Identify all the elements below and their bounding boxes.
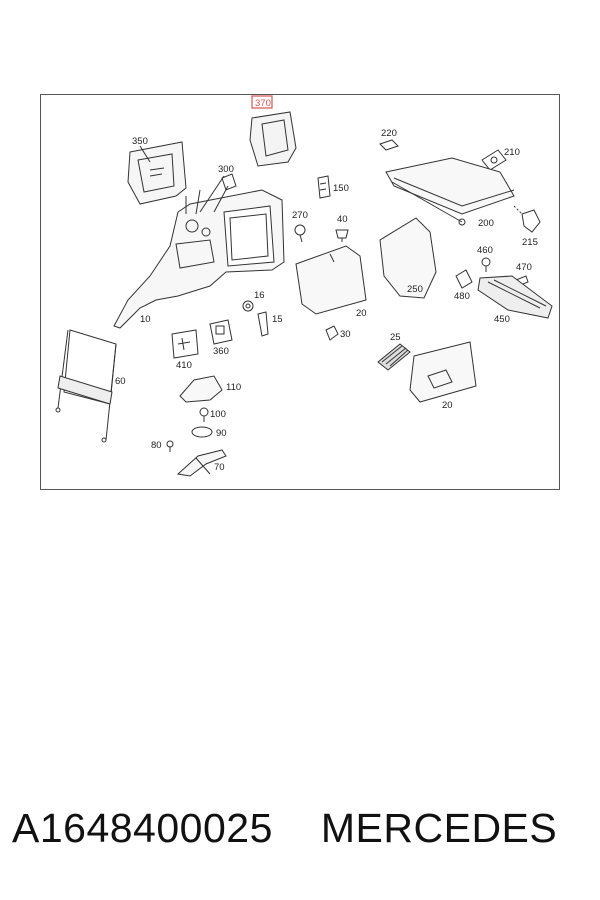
callout-480: 480 — [454, 291, 470, 302]
part-350-trim[interactable] — [127, 141, 187, 205]
part-number: A1648400025 — [12, 805, 273, 851]
callout-150: 150 — [333, 183, 349, 194]
part-30-clip[interactable] — [325, 325, 339, 341]
callout-460: 460 — [477, 245, 493, 256]
part-215-hook[interactable] — [513, 205, 541, 233]
part-360-socket[interactable] — [209, 319, 233, 345]
callout-300: 300 — [218, 164, 234, 175]
callout-10: 10 — [140, 314, 151, 325]
callout-90: 90 — [216, 428, 227, 439]
callout-20-upper: 20 — [356, 308, 367, 319]
footer-caption: A1648400025 MERCEDES — [12, 805, 592, 865]
callout-270: 270 — [292, 210, 308, 221]
callout-410: 410 — [176, 360, 192, 371]
callout-450: 450 — [494, 314, 510, 325]
part-20-panel-lower[interactable] — [409, 341, 477, 403]
part-250-cover[interactable] — [379, 217, 437, 299]
brand-name: MERCEDES — [320, 805, 558, 851]
part-70-bracket[interactable] — [176, 449, 227, 477]
part-80-bolt[interactable] — [166, 440, 174, 452]
callout-210: 210 — [504, 147, 520, 158]
callout-350: 350 — [132, 136, 148, 147]
callout-215: 215 — [522, 237, 538, 248]
callout-25: 25 — [390, 332, 401, 343]
part-60-partition-net[interactable] — [55, 329, 117, 443]
callout-370-highlight[interactable]: 370 — [251, 95, 273, 109]
callout-360: 360 — [213, 346, 229, 357]
part-410-first-aid-holder[interactable] — [171, 329, 199, 359]
part-370-panel[interactable] — [249, 111, 297, 167]
callout-470: 470 — [516, 262, 532, 273]
part-15-latch[interactable] — [257, 311, 269, 337]
part-20-panel-upper[interactable] — [295, 245, 367, 315]
part-150-bracket[interactable] — [317, 175, 331, 199]
callout-250: 250 — [407, 284, 423, 295]
callout-220: 220 — [381, 128, 397, 139]
callout-60: 60 — [115, 376, 126, 387]
callout-30: 30 — [340, 329, 351, 340]
callout-110: 110 — [226, 382, 241, 393]
part-10-side-panel[interactable] — [113, 189, 285, 329]
callout-370-label: 370 — [255, 98, 271, 109]
part-90-ring[interactable] — [191, 426, 213, 438]
callout-20-lower: 20 — [442, 400, 453, 411]
part-220-clip[interactable] — [379, 139, 399, 151]
part-270-screw[interactable] — [294, 224, 306, 243]
part-110-cover[interactable] — [179, 375, 223, 403]
callout-200: 200 — [478, 218, 494, 229]
part-480-clip[interactable] — [455, 269, 473, 289]
part-450-sill-cover[interactable] — [477, 275, 553, 319]
part-16-washer[interactable] — [242, 300, 254, 312]
callout-40: 40 — [337, 214, 348, 225]
part-40-clip[interactable] — [335, 229, 349, 242]
callout-100: 100 — [210, 409, 226, 420]
part-200-luggage-cover[interactable] — [385, 157, 515, 226]
callout-80: 80 — [151, 440, 162, 451]
callout-70: 70 — [214, 462, 225, 473]
part-460-screw[interactable] — [481, 257, 491, 272]
part-210-handle[interactable] — [481, 149, 507, 171]
part-25-grille[interactable] — [377, 343, 411, 371]
callout-16: 16 — [254, 290, 265, 301]
part-100-screw[interactable] — [199, 407, 209, 422]
callout-15: 15 — [272, 314, 283, 325]
part-300-clip[interactable] — [199, 173, 237, 213]
